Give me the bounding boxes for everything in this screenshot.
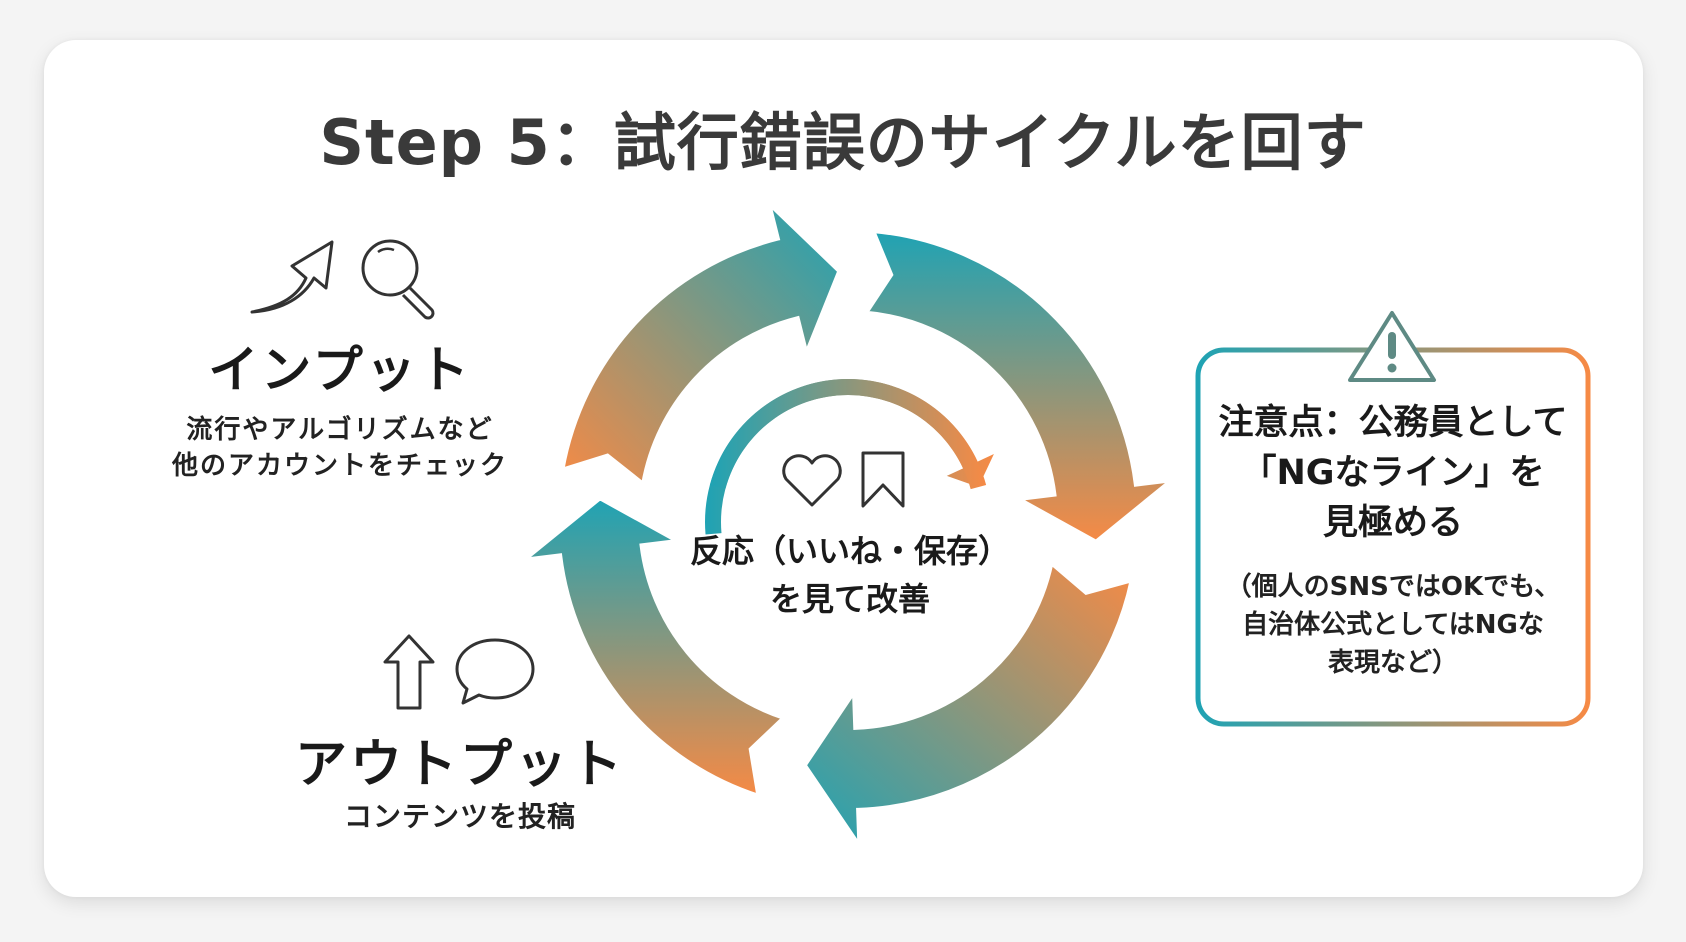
bookmark-icon — [861, 451, 905, 508]
cycle-arrow-left — [517, 495, 788, 799]
input-heading: インプット — [208, 341, 472, 399]
cycle-arrow-top — [559, 197, 842, 488]
feedback-arc-lower — [709, 379, 987, 490]
caution-note-line: 自治体公式としてはNGな — [1242, 610, 1544, 640]
caution-title-line: 注意点：公務員として — [1218, 403, 1568, 443]
cycle-arrow-right — [862, 228, 1179, 545]
speech-bubble-icon — [455, 638, 535, 705]
trend-arrow-icon — [250, 240, 334, 314]
input-description: 流行やアルゴリズムなど 他のアカウントをチェック — [140, 412, 540, 484]
heart-icon — [782, 454, 842, 507]
output-description: コンテンツを投稿 — [343, 800, 576, 833]
center-label-line: を見て改善 — [769, 580, 930, 618]
cycle-arrow-bottom — [802, 559, 1135, 853]
warning-icon — [1348, 311, 1436, 382]
output-heading: アウトプット — [294, 735, 625, 795]
caution-title-line: 「NGなライン」を — [1241, 453, 1545, 493]
input-description-line: 流行やアルゴリズムなど — [186, 415, 494, 445]
magnifier-icon — [361, 239, 435, 320]
input-description-line: 他のアカウントをチェック — [171, 451, 508, 481]
caution-note: （個人のSNSではOKでも、 自治体公式としてはNGな 表現など） — [1200, 568, 1586, 682]
center-label: 反応（いいね・保存） を見て改善 — [640, 527, 1060, 623]
upload-arrow-icon — [383, 634, 435, 710]
center-label-line: 反応（いいね・保存） — [689, 532, 1010, 570]
caution-note-line: 表現など） — [1327, 648, 1458, 678]
caution-title: 注意点：公務員として 「NGなライン」を 見極める — [1200, 398, 1586, 548]
caution-note-line: （個人のSNSではOKでも、 — [1225, 572, 1561, 602]
caution-title-line: 見極める — [1322, 503, 1463, 543]
page-title: Step 5：試行錯誤のサイクルを回す — [319, 106, 1367, 179]
feedback-arrow-upper — [705, 378, 994, 535]
